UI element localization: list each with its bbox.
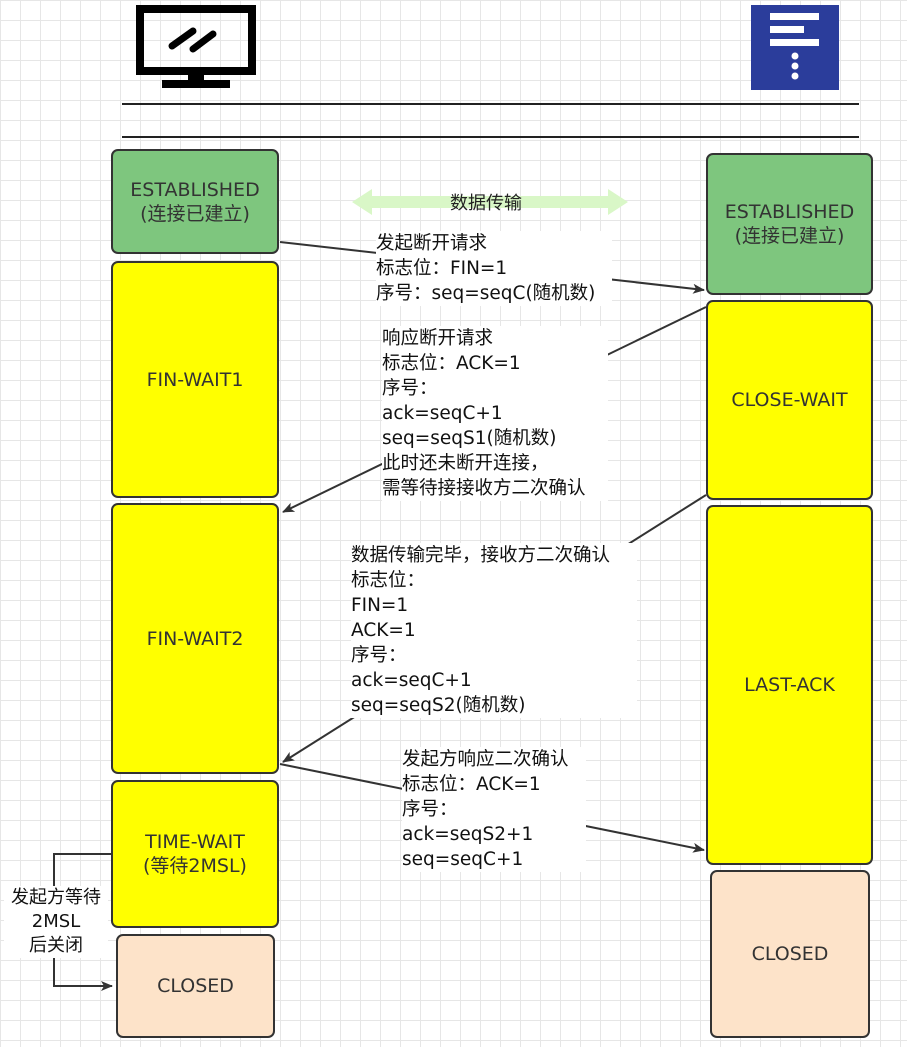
client-state-time-wait: TIME-WAIT(等待2MSL) <box>111 780 279 928</box>
data-transfer-arrow <box>352 189 628 215</box>
message-ack-response: 响应断开请求 标志位：ACK=1 序号： ack=seqC+1 seq=seqS… <box>382 326 608 501</box>
client-state-established: ESTABLISHED(连接已建立) <box>111 149 279 254</box>
monitor-icon <box>136 5 256 88</box>
data-transfer-label: 数据传输 <box>450 193 522 214</box>
message-fin-request: 发起断开请求 标志位：FIN=1 序号：seq=seqC(随机数) <box>376 231 612 306</box>
server-state-established: ESTABLISHED(连接已建立) <box>706 153 873 295</box>
server-state-close-wait: CLOSE-WAIT <box>706 300 873 500</box>
wait-2msl-note: 发起方等待 2MSL 后关闭 <box>4 886 108 958</box>
message-fin-ack: 数据传输完毕，接收方二次确认 标志位： FIN=1 ACK=1 序号： ack=… <box>351 543 637 718</box>
top-divider <box>122 103 859 105</box>
server-state-closed: CLOSED <box>710 870 870 1038</box>
client-state-fin-wait2: FIN-WAIT2 <box>111 503 279 774</box>
second-divider <box>122 136 859 138</box>
server-state-last-ack: LAST-ACK <box>706 505 873 865</box>
message-final-ack: 发起方响应二次确认 标志位：ACK=1 序号： ack=seqS2+1 seq=… <box>402 747 586 872</box>
client-state-closed: CLOSED <box>116 934 275 1038</box>
server-icon <box>751 5 839 90</box>
client-state-fin-wait1: FIN-WAIT1 <box>111 261 279 498</box>
